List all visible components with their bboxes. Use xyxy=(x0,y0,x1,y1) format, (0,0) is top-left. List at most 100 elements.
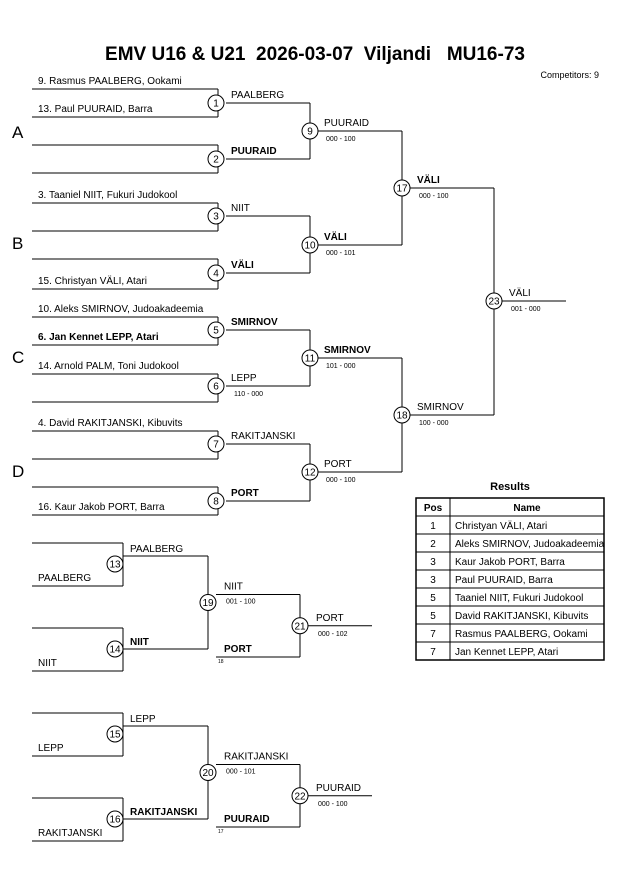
match-score: 001 - 100 xyxy=(226,599,256,606)
match-number: 7 xyxy=(213,440,219,451)
match-number: 12 xyxy=(304,468,316,479)
competitor-entry: 9. Rasmus PAALBERG, Ookami xyxy=(38,76,182,87)
results-table-border xyxy=(415,497,605,661)
results-header-name: Name xyxy=(513,503,541,514)
match-number: 21 xyxy=(294,621,306,632)
match-number: 2 xyxy=(213,155,219,166)
match-number: 11 xyxy=(305,354,316,365)
competitor-entry: 15. Christyan VÄLI, Atari xyxy=(38,275,147,287)
match-winner: NIIT xyxy=(130,637,149,648)
competitor-entry: 13. Paul PUURAID, Barra xyxy=(38,104,153,115)
match-number: 14 xyxy=(109,645,121,656)
match-winner: LEPP xyxy=(130,714,156,725)
match-winner: RAKITJANSKI xyxy=(231,431,295,442)
results-position: 5 xyxy=(430,611,436,622)
pool-label: A xyxy=(12,123,24,142)
crossover-name: PUURAID xyxy=(224,814,270,825)
match-score: 100 - 000 xyxy=(419,420,449,427)
match-number: 6 xyxy=(213,382,219,393)
match-winner: NIIT xyxy=(224,582,243,593)
match-winner: PORT xyxy=(231,488,259,499)
match-score: 000 - 101 xyxy=(226,769,256,776)
match-score: 001 - 000 xyxy=(511,306,541,313)
page-title: EMV U16 & U21 2026-03-07 Viljandi MU16-7… xyxy=(105,44,525,65)
match-winner: SMIRNOV xyxy=(417,402,464,413)
results-position: 7 xyxy=(430,647,436,658)
bronze-winner: PORT xyxy=(316,613,344,624)
match-number-circle xyxy=(106,555,124,573)
match-number-circle xyxy=(207,377,225,395)
competitor-entry: 6. Jan Kennet LEPP, Atari xyxy=(38,332,159,343)
match-number: 5 xyxy=(213,326,219,337)
match-number: 19 xyxy=(202,598,214,609)
match-number-circle xyxy=(106,725,124,743)
results-header-pos: Pos xyxy=(424,503,443,514)
match-winner: VÄLI xyxy=(324,230,347,243)
match-score: 000 - 100 xyxy=(318,801,348,808)
match-number: 10 xyxy=(304,241,316,252)
match-number-circle xyxy=(207,492,225,510)
results-name: Rasmus PAALBERG, Ookami xyxy=(455,629,588,640)
match-score: 110 - 000 xyxy=(234,391,263,398)
crossover-reference: 17 xyxy=(218,829,224,835)
pool-label: D xyxy=(12,462,24,481)
match-winner: RAKITJANSKI xyxy=(224,752,288,763)
match-winner: PUURAID xyxy=(231,146,277,157)
match-score: 000 - 102 xyxy=(318,631,348,638)
match-winner: PUURAID xyxy=(324,118,369,129)
match-number: 3 xyxy=(213,212,219,223)
results-name: Jan Kennet LEPP, Atari xyxy=(455,647,558,658)
champion-name: VÄLI xyxy=(509,287,531,299)
match-winner: VÄLI xyxy=(417,173,440,186)
match-number: 1 xyxy=(213,99,219,110)
repechage-entry: LEPP xyxy=(38,743,64,754)
results-name: Taaniel NIIT, Fukuri Judokool xyxy=(455,593,583,604)
results-name: Aleks SMIRNOV, Judoakadeemia xyxy=(455,539,605,550)
match-score: 000 - 100 xyxy=(326,477,356,484)
match-winner: PORT xyxy=(324,459,352,470)
match-number-circle xyxy=(199,764,217,781)
pool-label: B xyxy=(12,234,23,253)
match-number: 16 xyxy=(109,815,121,826)
competitor-entry: 10. Aleks SMIRNOV, Judoakadeemia xyxy=(38,304,204,315)
competitor-entry: 4. David RAKITJANSKI, Kibuvits xyxy=(38,418,183,429)
match-number: 8 xyxy=(213,497,219,508)
match-winner: LEPP xyxy=(231,373,257,384)
competitor-count: Competitors: 9 xyxy=(540,70,599,80)
competitor-entry: 14. Arnold PALM, Toni Judokool xyxy=(38,361,179,372)
results-name: Kaur Jakob PORT, Barra xyxy=(455,557,565,568)
results-title: Results xyxy=(490,481,530,493)
crossover-reference: 18 xyxy=(218,659,224,665)
match-winner: PAALBERG xyxy=(231,90,284,101)
match-number-circle xyxy=(207,264,225,282)
match-number: 13 xyxy=(109,560,121,571)
results-position: 2 xyxy=(430,539,436,550)
match-winner: NIIT xyxy=(231,203,250,214)
bronze-winner: PUURAID xyxy=(316,783,361,794)
repechage-entry: RAKITJANSKI xyxy=(38,828,102,839)
match-number-circle xyxy=(207,435,225,453)
match-number: 15 xyxy=(109,730,121,741)
match-winner: SMIRNOV xyxy=(231,317,278,328)
match-number-circle xyxy=(199,594,217,611)
results-position: 3 xyxy=(430,557,436,568)
results-position: 1 xyxy=(430,521,436,532)
results-name: Paul PUURAID, Barra xyxy=(455,575,553,586)
match-score: 000 - 101 xyxy=(326,250,356,257)
match-number: 9 xyxy=(307,127,313,138)
results-name: David RAKITJANSKI, Kibuvits xyxy=(455,611,588,622)
match-winner: VÄLI xyxy=(231,258,254,271)
match-number: 17 xyxy=(396,184,408,195)
competitor-entry: 16. Kaur Jakob PORT, Barra xyxy=(38,502,165,513)
match-number-circle xyxy=(207,150,225,168)
match-winner: SMIRNOV xyxy=(324,345,371,356)
match-number: 20 xyxy=(202,768,214,779)
repechage-entry: NIIT xyxy=(38,658,57,669)
results-position: 5 xyxy=(430,593,436,604)
results-position: 7 xyxy=(430,629,436,640)
match-number: 4 xyxy=(213,269,219,280)
pool-label: C xyxy=(12,348,24,367)
match-number: 23 xyxy=(488,297,500,308)
crossover-name: PORT xyxy=(224,644,252,655)
